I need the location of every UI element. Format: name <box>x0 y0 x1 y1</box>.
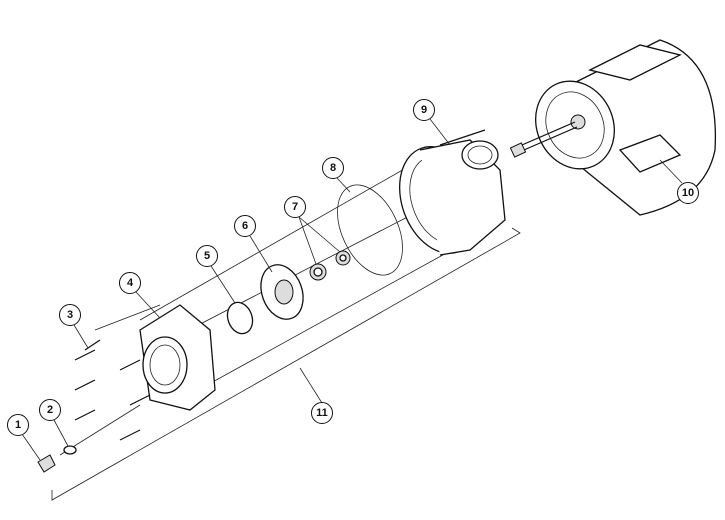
callout-11: 11 <box>311 402 333 424</box>
callout-2: 2 <box>39 399 61 421</box>
callout-3: 3 <box>59 304 81 326</box>
drain-plug <box>37 454 56 473</box>
assembly-bracket <box>51 227 521 501</box>
screws <box>74 339 151 441</box>
callout-4: 4 <box>119 272 141 294</box>
o-ring <box>337 184 403 276</box>
callout-7: 7 <box>284 196 306 218</box>
shaft-seal <box>309 250 351 281</box>
diffuser-ring <box>226 301 254 335</box>
callout-6: 6 <box>234 215 256 237</box>
callout-5: 5 <box>196 245 218 267</box>
callout-9: 9 <box>413 99 435 121</box>
impeller <box>260 264 304 320</box>
washer <box>63 445 77 455</box>
motor <box>509 39 717 216</box>
pump-housing <box>398 129 506 256</box>
leader-lines <box>21 118 683 461</box>
faceplate <box>139 304 216 411</box>
callout-1: 1 <box>7 414 29 436</box>
callout-10: 10 <box>677 182 699 204</box>
callout-8: 8 <box>322 157 344 179</box>
